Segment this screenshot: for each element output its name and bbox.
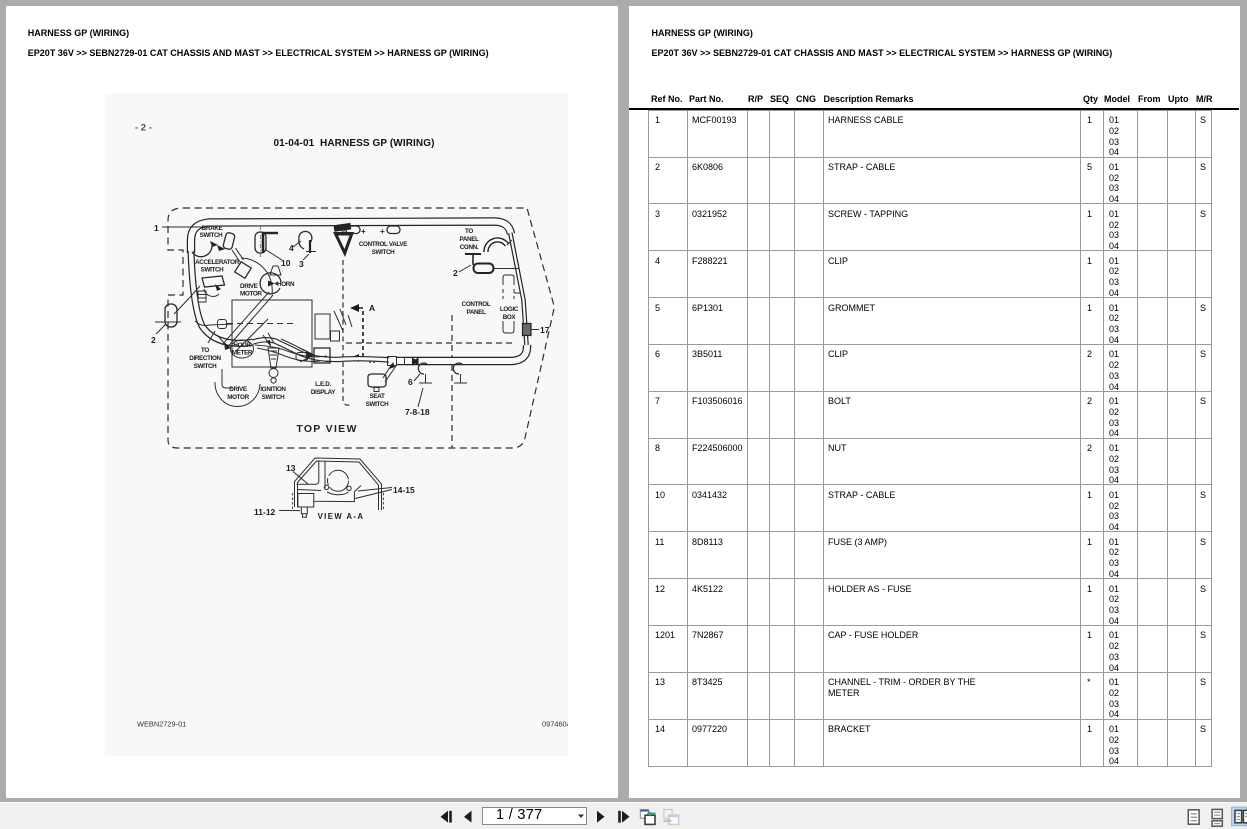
svg-text:SEAT: SEAT <box>370 393 385 400</box>
svg-text:TOP VIEW: TOP VIEW <box>296 423 357 435</box>
svg-text:01-04-01 HARNESS GP (WIRING): 01-04-01 HARNESS GP (WIRING) <box>273 138 434 149</box>
svg-text:HORN: HORN <box>277 281 295 288</box>
svg-text:PANEL: PANEL <box>459 236 479 243</box>
svg-text:14-15: 14-15 <box>393 485 415 495</box>
svg-text:DRIVE: DRIVE <box>240 283 258 290</box>
svg-text:SWITCH: SWITCH <box>194 363 218 370</box>
svg-text:CONTROL: CONTROL <box>462 301 491 308</box>
svg-text:MOTOR: MOTOR <box>240 291 262 298</box>
svg-text:7-8-18: 7-8-18 <box>405 407 430 417</box>
svg-text:DISPLAY: DISPLAY <box>311 389 336 396</box>
svg-text:10: 10 <box>281 258 291 268</box>
svg-text:VIEW A-A: VIEW A-A <box>318 512 365 521</box>
svg-text:11-12: 11-12 <box>254 507 276 517</box>
svg-text:DRIVE: DRIVE <box>229 386 247 393</box>
svg-text:BOX: BOX <box>503 314 517 321</box>
svg-text:TO: TO <box>465 228 473 235</box>
svg-text:SWITCH: SWITCH <box>372 249 396 256</box>
svg-text:WEBN2729-01: WEBN2729-01 <box>137 720 186 729</box>
svg-text:L.E.D.: L.E.D. <box>315 381 331 388</box>
svg-text:6: 6 <box>408 377 413 387</box>
svg-text:MOTOR: MOTOR <box>227 394 249 401</box>
svg-text:- 2 -: - 2 - <box>135 123 152 134</box>
svg-text:CONTROL VALVE: CONTROL VALVE <box>359 241 407 248</box>
svg-text:HOUR: HOUR <box>233 342 251 349</box>
svg-text:A: A <box>369 303 375 313</box>
svg-text:DIRECTION: DIRECTION <box>189 355 221 362</box>
svg-text:BRAKE: BRAKE <box>202 225 223 232</box>
svg-text:17: 17 <box>540 325 550 335</box>
svg-text:1: 1 <box>154 223 159 233</box>
svg-text:TO: TO <box>201 347 209 354</box>
svg-text:ACCELERATOR: ACCELERATOR <box>195 259 240 266</box>
svg-text:3: 3 <box>299 259 304 269</box>
svg-text:PANEL: PANEL <box>466 309 486 316</box>
svg-text:SWITCH: SWITCH <box>200 232 224 239</box>
svg-text:2: 2 <box>453 268 458 278</box>
svg-text:0974604: 0974604 <box>542 720 568 729</box>
svg-text:SWITCH: SWITCH <box>366 401 390 408</box>
svg-text:4: 4 <box>289 243 294 253</box>
svg-text:2: 2 <box>151 335 156 345</box>
svg-text:METER: METER <box>232 350 253 357</box>
svg-text:IGNITION: IGNITION <box>260 386 286 393</box>
svg-text:+: + <box>380 227 385 236</box>
svg-text:+: + <box>361 227 366 236</box>
svg-text:SWITCH: SWITCH <box>262 394 286 401</box>
svg-text:CONN.: CONN. <box>460 244 479 251</box>
svg-text:13: 13 <box>286 463 296 473</box>
svg-text:SWITCH: SWITCH <box>201 267 225 274</box>
svg-text:LOGIC: LOGIC <box>500 306 519 313</box>
